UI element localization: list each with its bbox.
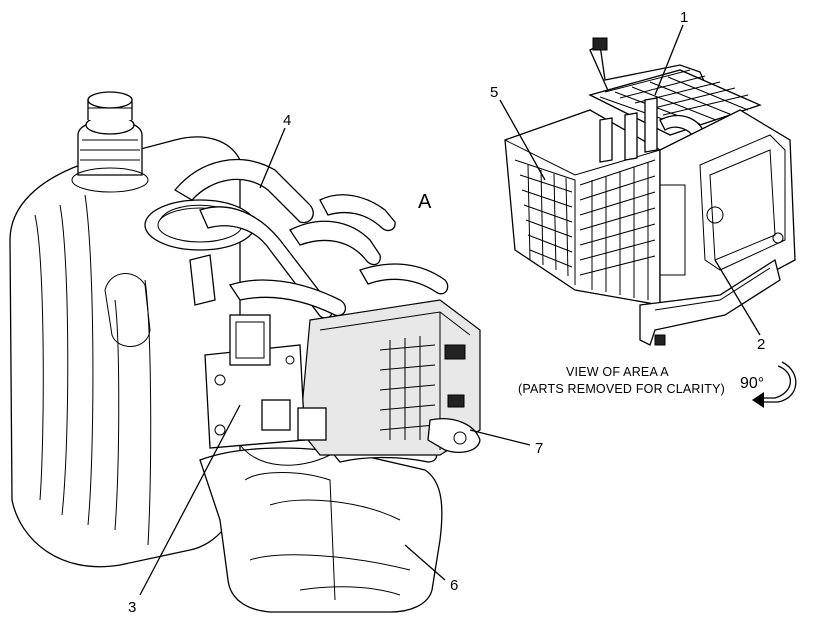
area-letter: A xyxy=(418,191,432,213)
callout-6: 6 xyxy=(450,577,458,594)
leader-lines xyxy=(139,24,761,596)
callout-1: 1 xyxy=(680,9,688,26)
tank-assembly xyxy=(9,91,481,613)
callout-labels: 1 2 3 4 5 6 7 xyxy=(128,9,765,616)
hose-group xyxy=(174,158,449,463)
callout-3: 3 xyxy=(128,599,136,616)
pump-module xyxy=(299,299,481,456)
callout-2: 2 xyxy=(757,336,765,353)
callout-4: 4 xyxy=(283,112,291,129)
view-caption-line2: (PARTS REMOVED FOR CLARITY) xyxy=(518,382,725,396)
bracket-heater xyxy=(189,254,331,466)
rotation-label: 90° xyxy=(740,375,764,392)
callout-5: 5 xyxy=(490,84,498,101)
filler-cap xyxy=(71,91,149,193)
callout-7: 7 xyxy=(535,440,543,457)
rotation-arrow-icon xyxy=(752,361,797,408)
detail-view-area-a xyxy=(504,37,796,346)
view-caption-line1: VIEW OF AREA A xyxy=(566,365,669,379)
